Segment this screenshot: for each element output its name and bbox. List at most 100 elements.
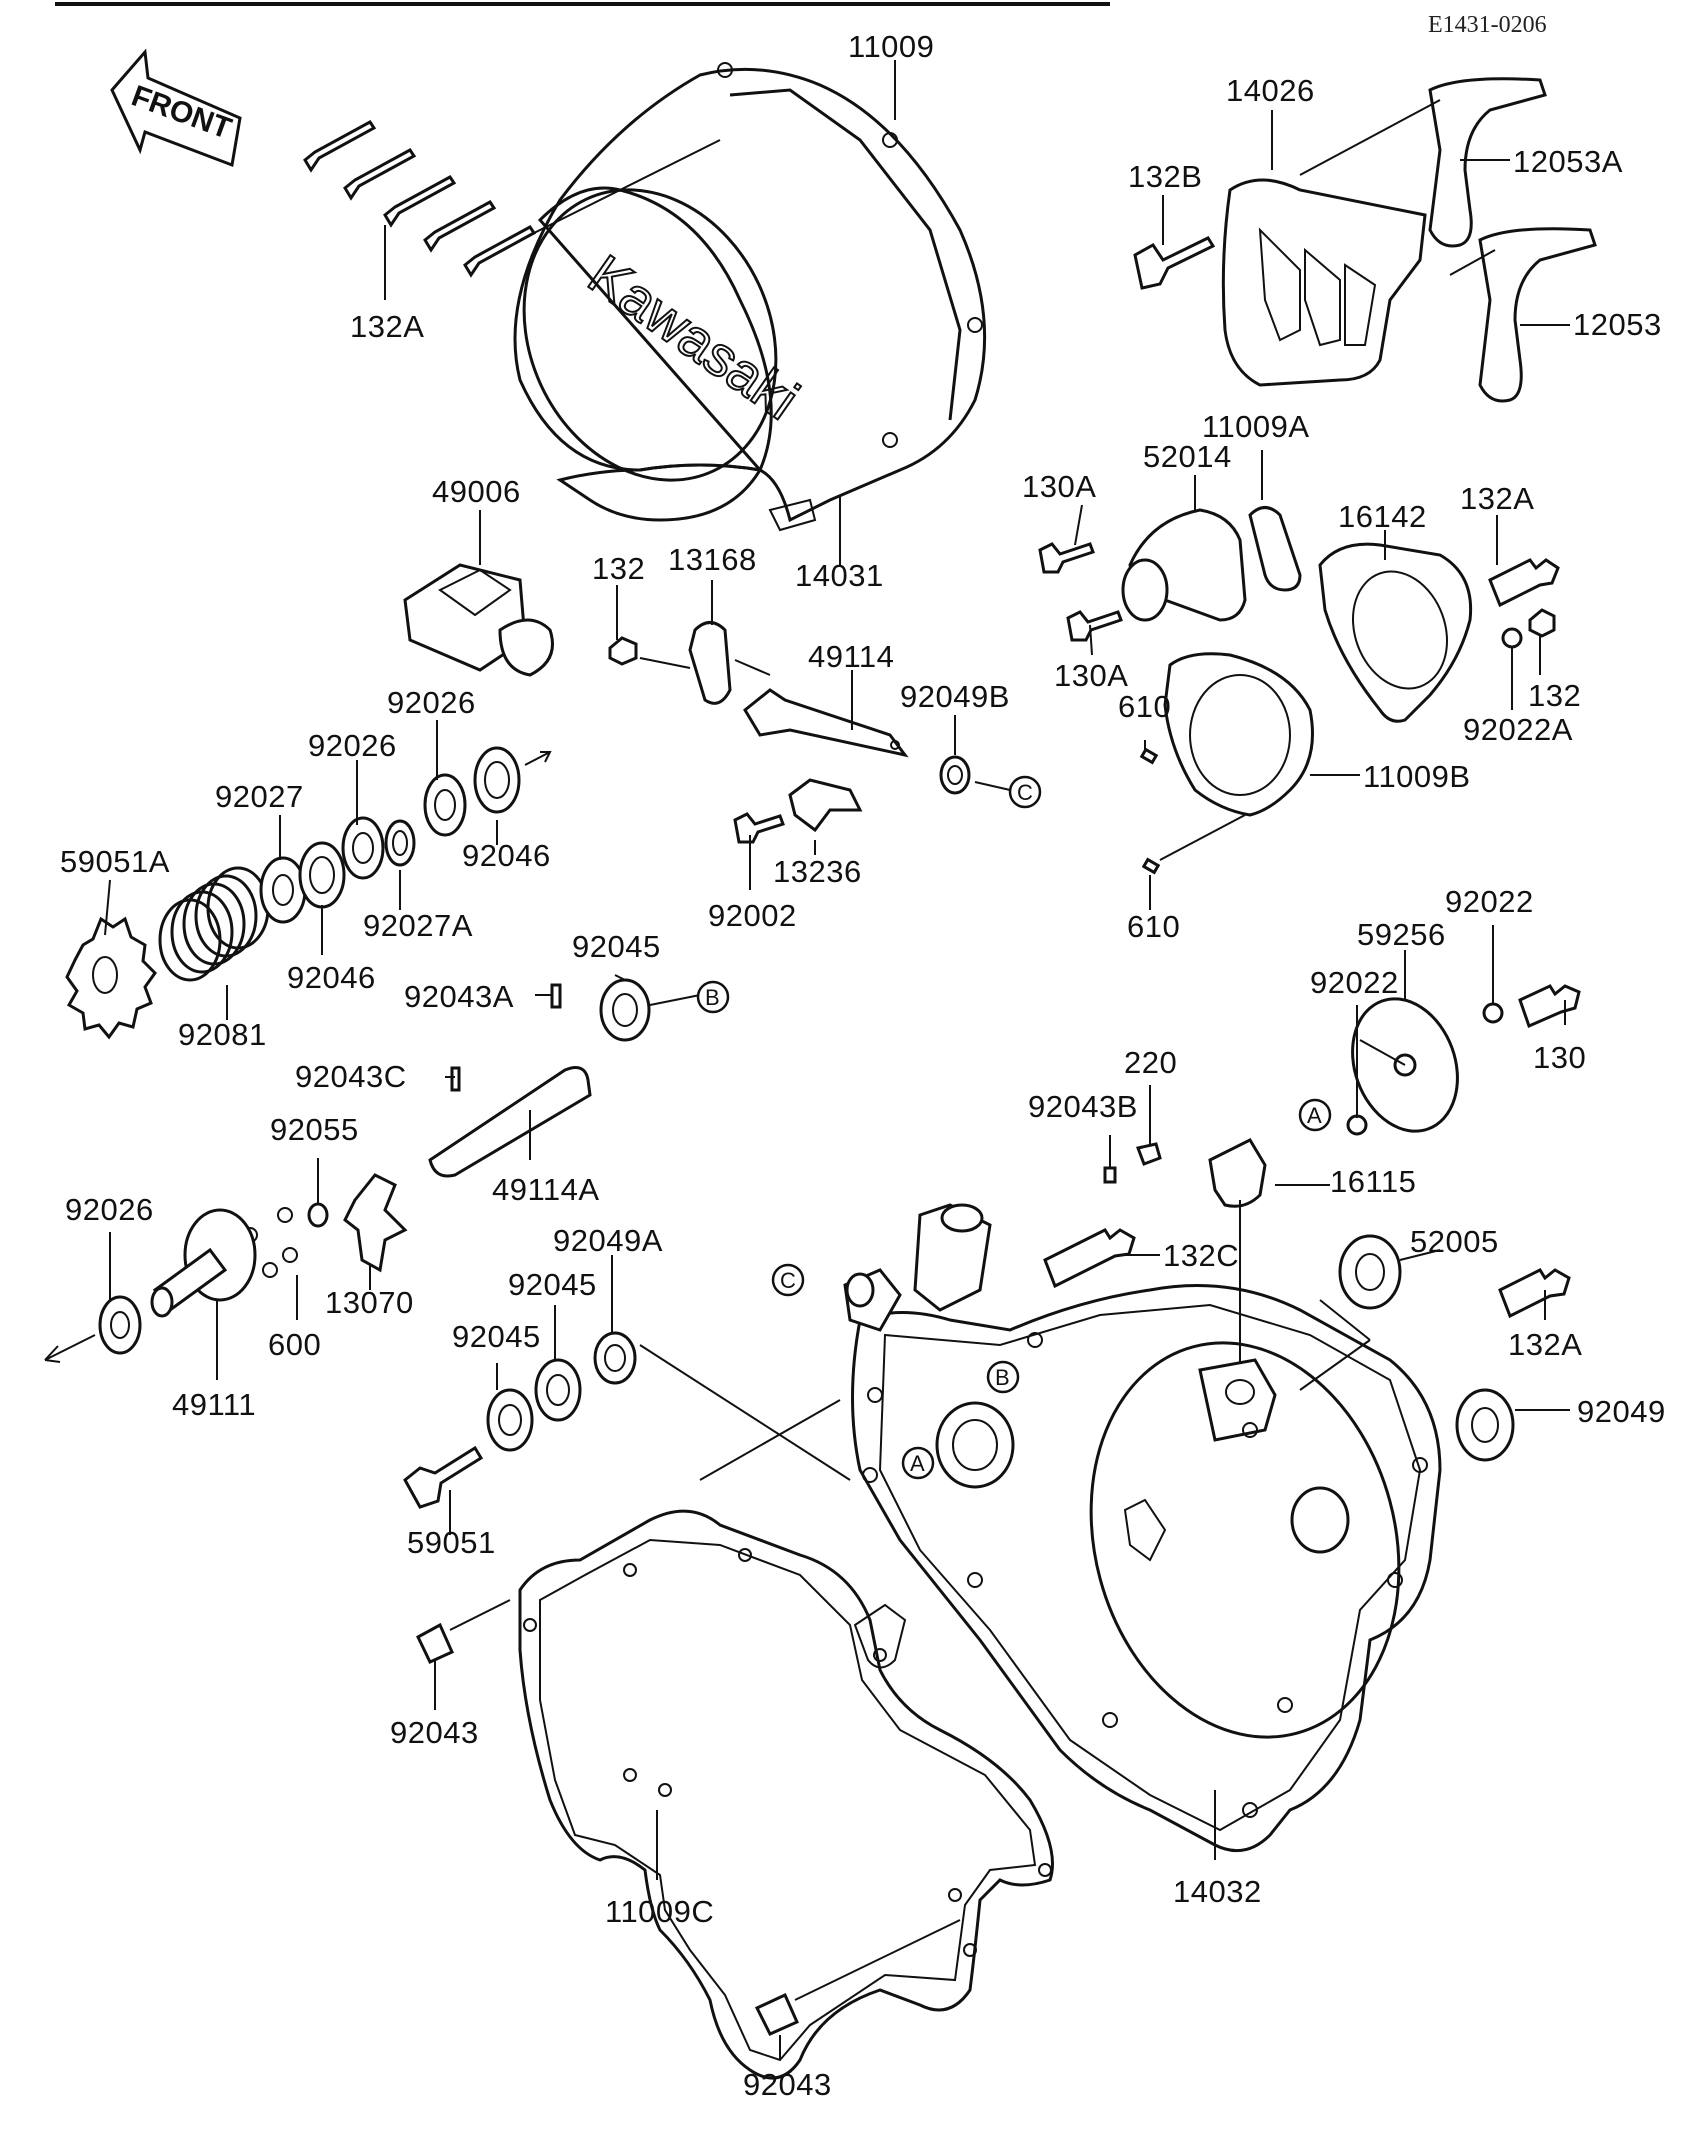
- part-label: 610: [1127, 909, 1180, 944]
- part-label: 11009: [848, 29, 934, 64]
- part-label: 92046: [287, 960, 376, 995]
- bracket-12053a: [1428, 77, 1547, 248]
- part-label: 610: [1118, 689, 1171, 724]
- svg-text:A: A: [910, 1451, 925, 1476]
- part-label: 92026: [387, 685, 476, 720]
- ball-600-c: [282, 1247, 298, 1263]
- arrow-right-icon: [524, 751, 552, 766]
- part-label: 92026: [65, 1192, 154, 1227]
- washer-92027a: [384, 819, 416, 867]
- bolt-132c: [1043, 1228, 1136, 1289]
- bolt-130a-lower: [1066, 610, 1123, 642]
- part-label: 92022: [1445, 884, 1534, 919]
- gasket-11009b: [1163, 652, 1314, 817]
- part-49006: [403, 563, 554, 677]
- part-14031-tab: [768, 498, 817, 532]
- washer-92026-left: [341, 816, 385, 880]
- spring-92081: [158, 866, 270, 982]
- part-label: 92043: [743, 2067, 832, 2102]
- ring-92055: [307, 1202, 329, 1228]
- part-52014: [1121, 508, 1247, 622]
- part-label: 600: [268, 1327, 321, 1362]
- seal-52005: [1338, 1234, 1402, 1310]
- svg-text:C: C: [1017, 780, 1033, 805]
- part-label: 92055: [270, 1112, 359, 1147]
- part-label: 92027: [215, 779, 304, 814]
- part-label: 92043C: [295, 1059, 407, 1094]
- cover-16142: [1318, 542, 1473, 723]
- part-label: 132A: [350, 309, 424, 344]
- washer-92026-right: [423, 773, 467, 837]
- part-label: 92022A: [1463, 712, 1573, 747]
- part-label: 12053: [1573, 307, 1662, 342]
- arrow-left-icon: [44, 1334, 96, 1363]
- part-labels: 11009 14026 12053A 132B 12053 132A 49006…: [60, 29, 1665, 2102]
- washer-92026-lower: [98, 1295, 142, 1355]
- clutch-cover-11009: Kawasaki: [513, 62, 987, 523]
- washer-92022a: [1501, 627, 1523, 649]
- reference-marker: A: [1298, 1098, 1332, 1132]
- washer-92022-left: [1346, 1114, 1368, 1136]
- part-label: 14026: [1226, 73, 1315, 108]
- plate-13236: [788, 778, 863, 833]
- svg-text:C: C: [780, 1268, 796, 1293]
- part-label: 59051: [407, 1525, 496, 1560]
- dowel-92043-lower: [754, 1992, 799, 2036]
- shaft-49114a: [428, 1066, 592, 1178]
- part-label: 92049A: [553, 1223, 663, 1258]
- part-label: 92043: [390, 1715, 479, 1750]
- sprocket-cover-14026: [1221, 99, 1441, 387]
- bracket-12053: [1478, 227, 1597, 403]
- seal-92049a: [593, 1331, 637, 1385]
- dowel-92043-upper: [416, 1622, 454, 1664]
- part-label: 16142: [1338, 499, 1427, 534]
- part-label: 11009C: [605, 1894, 714, 1929]
- ball-600-d: [262, 1262, 278, 1278]
- impeller-13070: [343, 1173, 408, 1273]
- part-label: 92026: [308, 728, 397, 763]
- part-label: 92045: [572, 929, 661, 964]
- reference-marker: C: [771, 1263, 805, 1297]
- part-label: 11009A: [1202, 409, 1310, 444]
- gasket-11009c-inner: [539, 1538, 1037, 2062]
- part-label: 132A: [1508, 1327, 1582, 1362]
- pump-cover-59256: [1351, 997, 1459, 1133]
- gasket-11009b-inner: [1189, 674, 1291, 796]
- part-label: 11009B: [1363, 759, 1471, 794]
- part-label: 13070: [325, 1285, 414, 1320]
- part-label: 132A: [1460, 481, 1534, 516]
- part-label: 132C: [1163, 1238, 1239, 1273]
- sprocket-59051a: [65, 916, 157, 1040]
- gasket-11009c-tab: [853, 1603, 907, 1669]
- part-label: 92027A: [363, 908, 473, 943]
- dowel-610-lower: [1141, 857, 1161, 875]
- part-label: 59256: [1357, 917, 1446, 952]
- reference-marker: B: [696, 980, 730, 1014]
- part-label: 220: [1124, 1045, 1177, 1080]
- bolt-130: [1518, 984, 1581, 1029]
- bolt-132a-lower: [1498, 1268, 1571, 1319]
- part-label: 52014: [1143, 439, 1232, 474]
- shaft-49111: [150, 1208, 257, 1318]
- part-label: 132: [592, 551, 645, 586]
- bolt-132-mid: [608, 636, 638, 666]
- part-label: 16115: [1330, 1164, 1416, 1199]
- part-label: 92022: [1310, 965, 1399, 1000]
- leader-lines: [104, 60, 1570, 2060]
- part-label: 49114: [808, 639, 894, 674]
- part-label: 14031: [795, 558, 884, 593]
- bearing-92045-low: [486, 1388, 534, 1452]
- lever-13168: [688, 621, 732, 705]
- part-label: 92046: [462, 838, 551, 873]
- part-label: 130: [1533, 1040, 1586, 1075]
- gasket-11009c: [518, 1509, 1054, 2080]
- part-label: 92043A: [404, 979, 514, 1014]
- part-label: 92002: [708, 898, 797, 933]
- bearing-92045-mid: [534, 1358, 582, 1422]
- pin-92043b: [1103, 1166, 1117, 1184]
- washer-92027: [259, 856, 307, 924]
- part-label: 52005: [1410, 1224, 1499, 1259]
- front-arrow-icon: FRONT: [110, 48, 242, 168]
- bolts-132a: [303, 120, 721, 278]
